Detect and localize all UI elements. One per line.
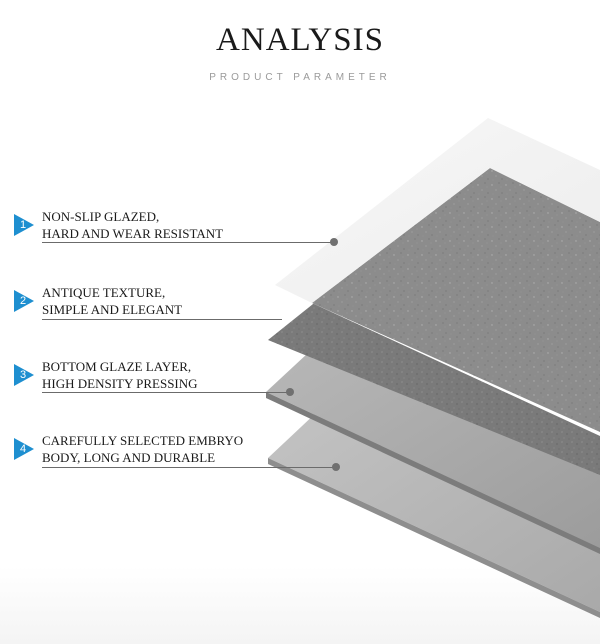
feature-line-1: BOTTOM GLAZE LAYER, (42, 359, 192, 374)
page-title: ANALYSIS (216, 22, 384, 58)
feature-line-2: SIMPLE AND ELEGANT (42, 302, 183, 317)
page-subtitle: PRODUCT PARAMETER (209, 72, 391, 83)
feature-number: 3 (19, 369, 27, 381)
feature-number: 2 (19, 295, 27, 307)
feature-text: CAREFULLY SELECTED EMBRYO BODY, LONG AND… (42, 432, 243, 466)
feature-text: ANTIQUE TEXTURE, SIMPLE AND ELEGANT (42, 284, 182, 318)
leader-line-3 (42, 392, 288, 393)
feature-line-1: NON-SLIP GLAZED, (42, 209, 160, 224)
feature-number: 4 (19, 443, 27, 455)
feature-number: 1 (19, 219, 27, 231)
body-layer-edge (268, 458, 600, 618)
feature-text: BOTTOM GLAZE LAYER, HIGH DENSITY PRESSIN… (42, 358, 198, 392)
triangle-badge-icon: 1 (14, 214, 36, 236)
dot-marker-icon (330, 238, 338, 246)
leader-line-4 (42, 467, 334, 468)
bottom-glaze-layer-edge (266, 392, 600, 554)
feature-line-1: CAREFULLY SELECTED EMBRYO (42, 433, 244, 448)
dot-marker-icon (332, 463, 340, 471)
feature-line-2: BODY, LONG AND DURABLE (42, 450, 216, 465)
triangle-badge-icon: 4 (14, 438, 36, 460)
glazed-layer (275, 118, 600, 303)
dot-marker-icon (286, 388, 294, 396)
feature-line-1: ANTIQUE TEXTURE, (42, 285, 166, 300)
leader-line-2 (42, 319, 282, 320)
triangle-badge-icon: 3 (14, 364, 36, 386)
bottom-glaze-layer (266, 340, 600, 548)
feature-line-2: HARD AND WEAR RESISTANT (42, 226, 224, 241)
body-layer (268, 395, 600, 612)
feature-text: NON-SLIP GLAZED, HARD AND WEAR RESISTANT (42, 208, 223, 242)
triangle-badge-icon: 2 (14, 290, 36, 312)
leader-line-1 (42, 242, 332, 243)
feature-line-2: HIGH DENSITY PRESSING (42, 376, 198, 391)
